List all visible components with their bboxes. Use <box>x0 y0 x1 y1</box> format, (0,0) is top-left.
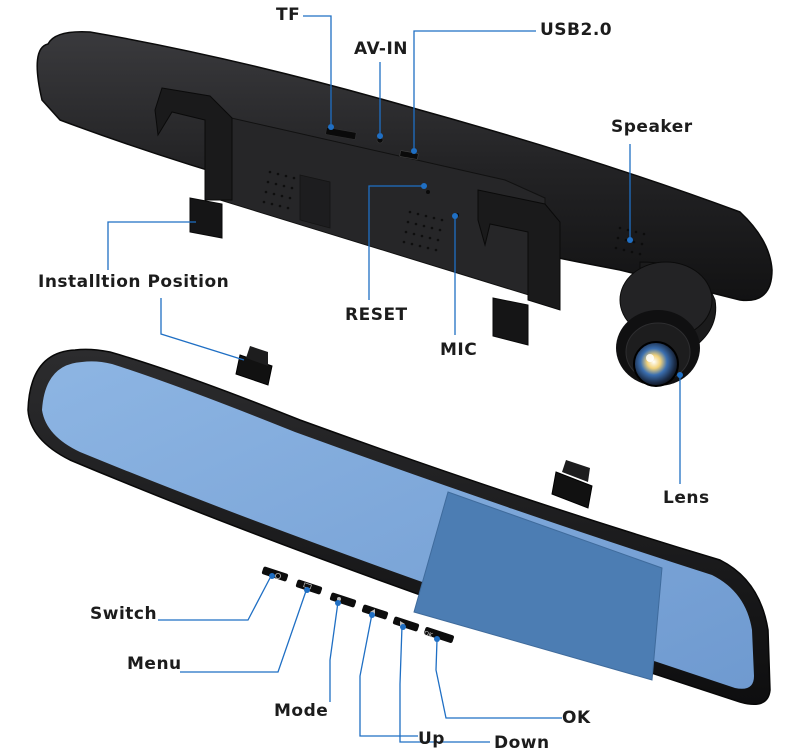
lens-glass <box>633 341 679 387</box>
ok-button-text: OK <box>423 630 434 640</box>
reset-hole <box>426 190 430 194</box>
mount-clip-right <box>477 189 561 311</box>
tf-slot <box>325 127 357 140</box>
label-speaker: Speaker <box>611 117 693 137</box>
button-row: OK <box>261 566 454 643</box>
reset-leader <box>368 185 424 300</box>
mirror-front-view: OK <box>27 346 771 705</box>
switch-leader <box>158 577 271 621</box>
label-up: Up <box>418 729 445 749</box>
menu-leader <box>180 590 307 673</box>
leader-dots <box>269 124 683 642</box>
speaker-grille-right <box>402 210 444 252</box>
ok-leader <box>435 639 562 719</box>
mode-leader <box>329 601 339 702</box>
tf-leader <box>303 15 332 124</box>
mount-clip-left <box>154 87 233 201</box>
speaker-grille-main <box>614 226 646 256</box>
leader-lines <box>107 15 681 743</box>
mode-button[interactable] <box>329 592 357 608</box>
label-down: Down <box>494 733 550 753</box>
label-reset: RESET <box>345 305 408 325</box>
label-usb: USB2.0 <box>540 20 613 40</box>
label-mode: Mode <box>274 701 329 721</box>
switch-button[interactable] <box>261 566 289 582</box>
down-leader <box>399 625 490 743</box>
rear-camera <box>616 261 717 387</box>
ok-button[interactable] <box>423 627 454 644</box>
down-button[interactable] <box>392 616 420 632</box>
display-screen <box>413 491 663 681</box>
install-leader-bottom <box>160 298 245 361</box>
label-switch: Switch <box>90 604 158 624</box>
front-clip-right <box>551 471 593 509</box>
label-av-in: AV-IN <box>354 39 409 59</box>
label-install-position: Installtion Position <box>38 272 230 292</box>
install-leader-top <box>107 221 196 270</box>
mirror-back-view <box>36 31 773 387</box>
speaker-grille-left <box>262 170 296 210</box>
label-mic: MIC <box>440 340 478 360</box>
usb-leader <box>413 30 536 148</box>
label-menu: Menu <box>127 654 182 674</box>
menu-button[interactable] <box>295 579 323 595</box>
label-ok: OK <box>562 708 591 728</box>
label-lens: Lens <box>663 488 710 508</box>
power-icon <box>274 573 281 580</box>
up-leader <box>359 613 418 737</box>
label-tf: TF <box>276 5 301 25</box>
